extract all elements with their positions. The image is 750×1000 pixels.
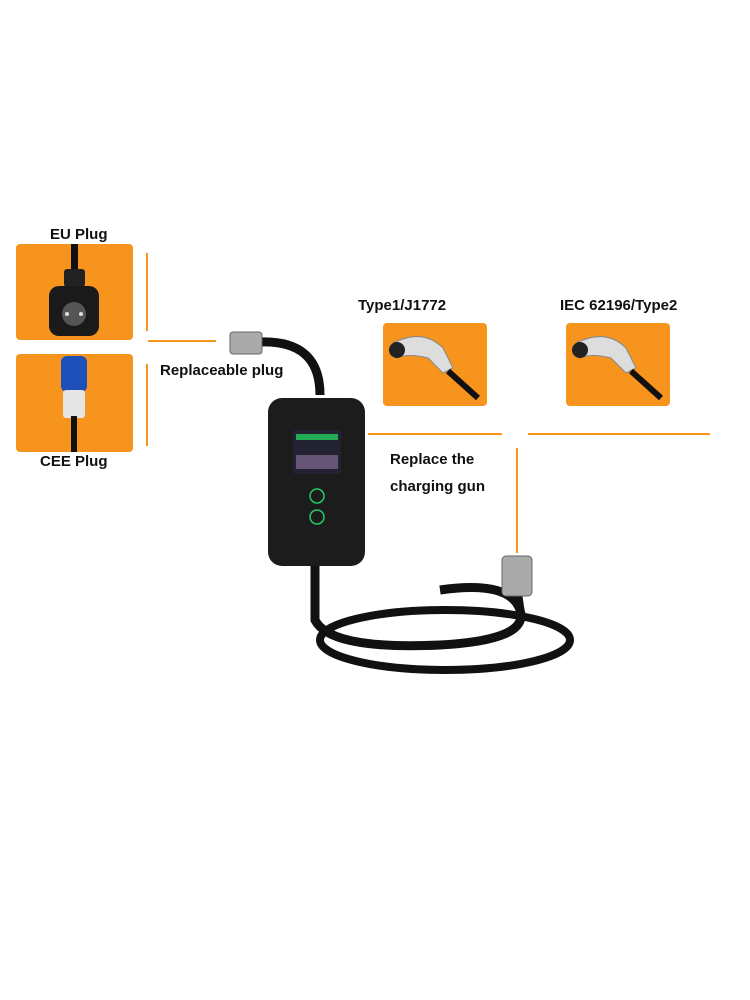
type1-connector-image (383, 323, 487, 406)
type2-connector-image (566, 323, 670, 406)
charger-control-box (268, 398, 365, 566)
charger-cable-illustration (229, 331, 574, 674)
replaceable-plug-label: Replaceable plug (160, 362, 284, 379)
cee-plug-image (16, 354, 133, 452)
replace-gun-line2: charging gun (390, 478, 485, 495)
eu-plug-icon (49, 244, 99, 336)
type1-connector-icon (389, 336, 481, 401)
replace-gun-label: Replace the charging gun (390, 446, 485, 500)
cee-plug-icon (61, 356, 87, 452)
type2-label: IEC 62196/Type2 (560, 297, 678, 314)
type2-connector-icon (572, 336, 664, 401)
type1-label: Type1/J1772 (358, 297, 447, 314)
eu-plug-label: EU Plug (50, 226, 108, 243)
replace-gun-line1: Replace the (390, 451, 475, 468)
cee-plug-label: CEE Plug (40, 453, 108, 470)
eu-plug-image (16, 244, 133, 340)
